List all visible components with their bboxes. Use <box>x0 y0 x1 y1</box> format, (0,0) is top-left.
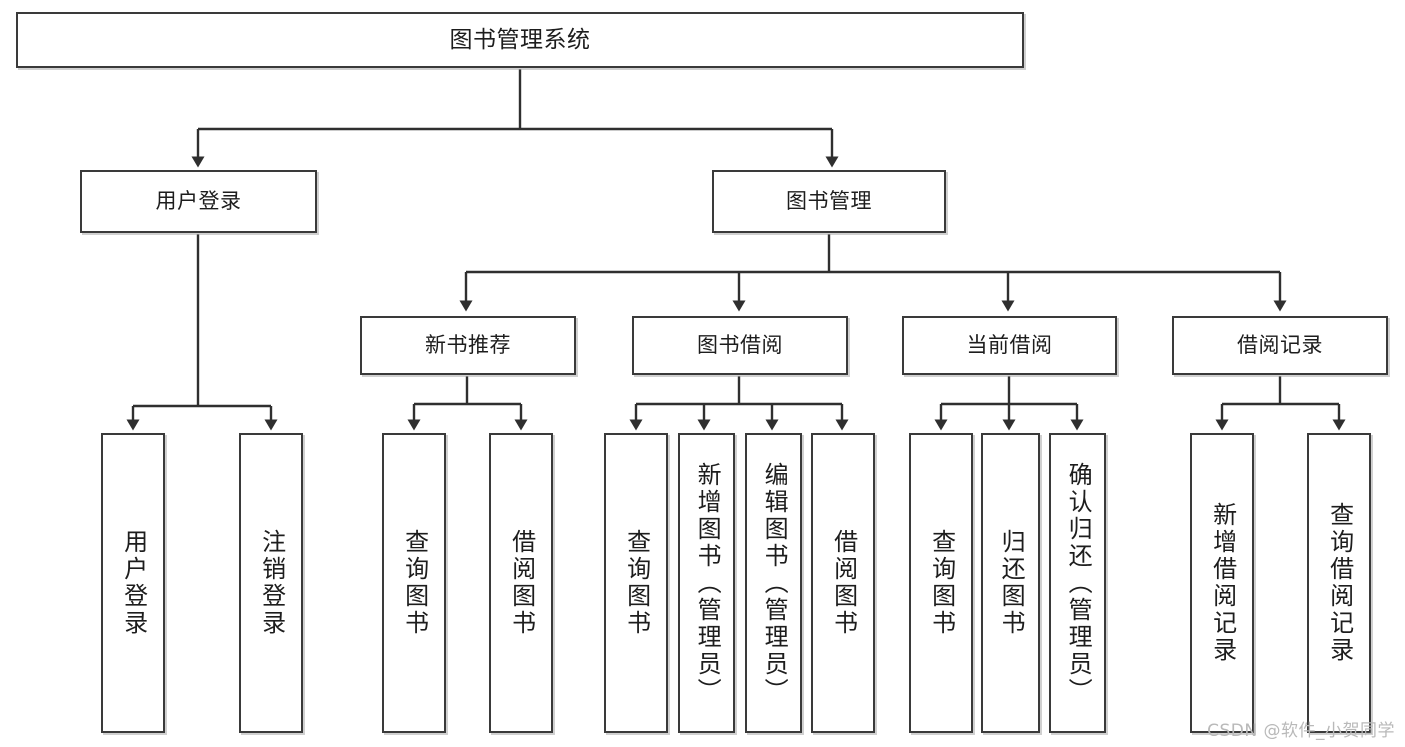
node-label: 查询图书 <box>927 529 956 637</box>
node-label: 图书借阅 <box>697 333 783 358</box>
leaf-query-book-current[interactable]: 查询图书 <box>909 433 973 733</box>
leaf-query-book-borrow[interactable]: 查询图书 <box>604 433 668 733</box>
node-label: 借阅图书 <box>829 529 858 637</box>
node-label: 借阅图书 <box>507 529 536 637</box>
node-label: 编辑图书（管理员） <box>760 461 789 705</box>
node-label: 注销登录 <box>257 529 286 637</box>
node-label: 图书管理系统 <box>449 26 591 53</box>
node-user-login[interactable]: 用户登录 <box>80 170 317 233</box>
leaf-query-book-rec[interactable]: 查询图书 <box>382 433 446 733</box>
leaf-query-borrow-record[interactable]: 查询借阅记录 <box>1307 433 1371 733</box>
leaf-add-book-admin[interactable]: 新增图书（管理员） <box>678 433 735 733</box>
leaf-logout[interactable]: 注销登录 <box>239 433 303 733</box>
node-book-borrow[interactable]: 图书借阅 <box>632 316 848 375</box>
node-current-borrow[interactable]: 当前借阅 <box>902 316 1117 375</box>
node-label: 新增图书（管理员） <box>693 461 722 705</box>
node-book-management[interactable]: 图书管理 <box>712 170 946 233</box>
node-label: 借阅记录 <box>1237 333 1323 358</box>
node-label: 确认归还（管理员） <box>1064 461 1093 705</box>
node-root-book-management-system[interactable]: 图书管理系统 <box>16 12 1024 68</box>
node-label: 归还图书 <box>997 529 1026 637</box>
node-label: 用户登录 <box>119 529 148 637</box>
node-label: 用户登录 <box>155 189 242 214</box>
node-label: 新书推荐 <box>425 333 511 358</box>
leaf-borrow-book-rec[interactable]: 借阅图书 <box>489 433 553 733</box>
node-borrow-record[interactable]: 借阅记录 <box>1172 316 1388 375</box>
leaf-borrow-book[interactable]: 借阅图书 <box>811 433 875 733</box>
leaf-edit-book-admin[interactable]: 编辑图书（管理员） <box>745 433 802 733</box>
leaf-return-book[interactable]: 归还图书 <box>981 433 1040 733</box>
node-new-book-recommendation[interactable]: 新书推荐 <box>360 316 576 375</box>
node-label: 查询借阅记录 <box>1325 502 1354 664</box>
leaf-add-borrow-record[interactable]: 新增借阅记录 <box>1190 433 1254 733</box>
node-label: 当前借阅 <box>966 333 1053 358</box>
node-label: 新增借阅记录 <box>1208 502 1237 664</box>
leaf-user-login[interactable]: 用户登录 <box>101 433 165 733</box>
node-label: 查询图书 <box>622 529 651 637</box>
node-label: 图书管理 <box>786 189 872 214</box>
leaf-confirm-return-admin[interactable]: 确认归还（管理员） <box>1049 433 1106 733</box>
node-label: 查询图书 <box>400 529 429 637</box>
